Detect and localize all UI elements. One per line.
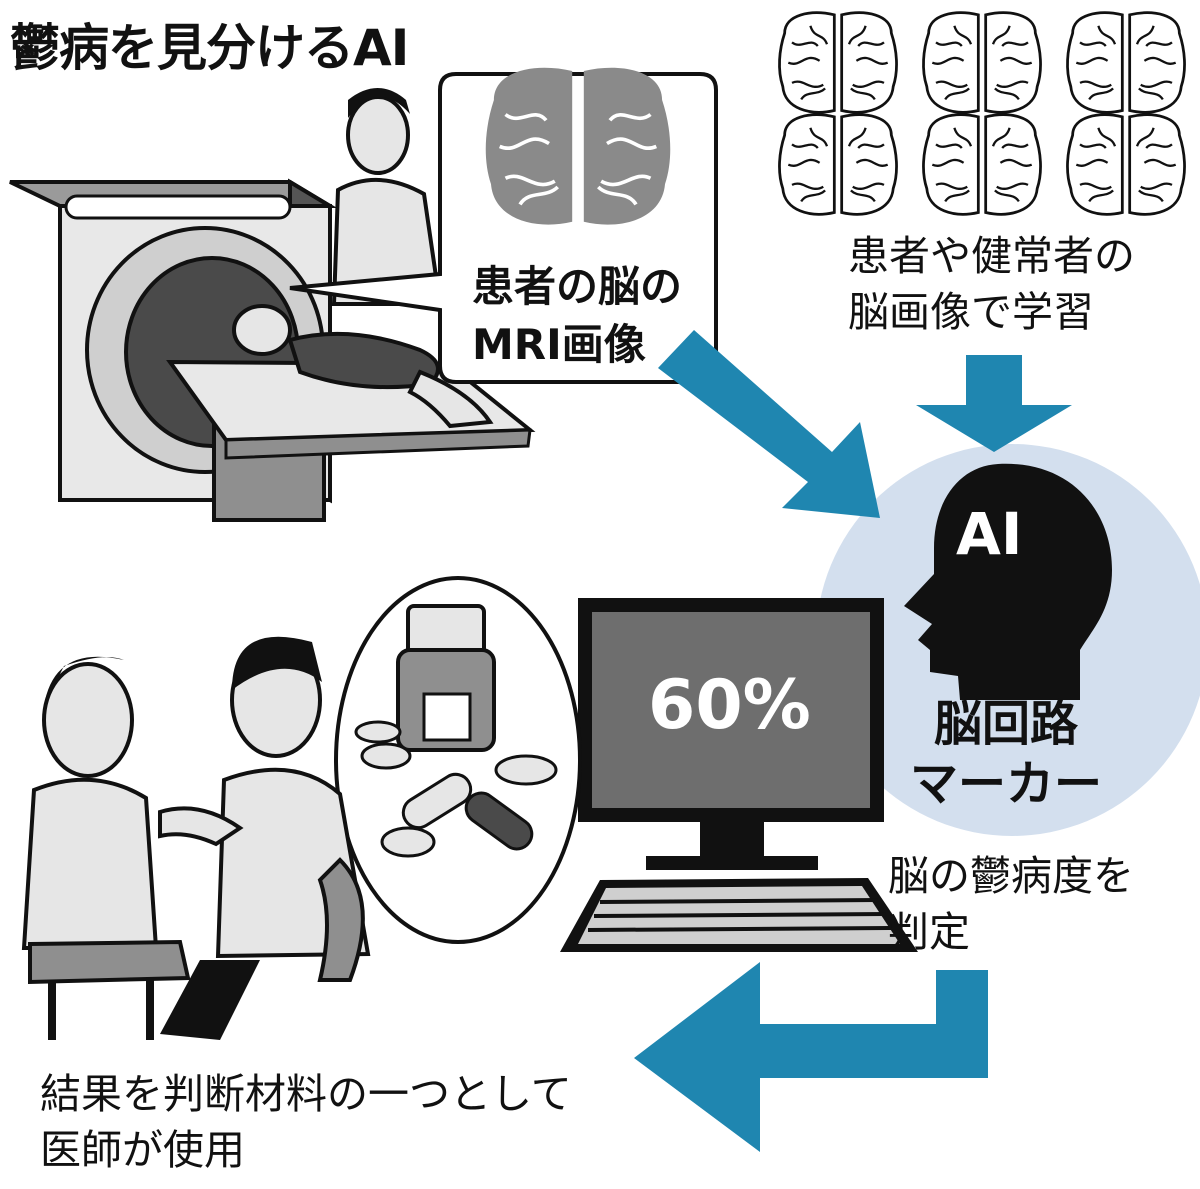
mri-bubble-line2: MRI画像 <box>472 320 646 369</box>
judgment-line2: 判定 <box>888 908 970 956</box>
medicine-items <box>354 604 558 858</box>
usage-label: 結果を判断材料の一つとして 医師が使用 <box>40 1066 572 1178</box>
training-label: 患者や健常者の 脳画像で学習 <box>848 228 1135 340</box>
ai-head-silhouette <box>904 463 1112 700</box>
computer <box>560 598 918 952</box>
mri-brain-image <box>485 67 671 225</box>
usage-line1: 結果を判断材料の一つとして <box>40 1070 572 1118</box>
usage-line2: 医師が使用 <box>40 1126 245 1174</box>
training-brain-images <box>778 11 1186 216</box>
arrow-mri-to-ai <box>658 330 880 518</box>
patient-bed <box>166 304 536 460</box>
marker-line1: 脳回路 <box>934 696 1079 752</box>
arrow-training-to-ai <box>916 355 1072 452</box>
judgment-line1: 脳の鬱病度を <box>888 852 1134 900</box>
ai-label: AI <box>956 500 1023 568</box>
training-line1: 患者や健常者の <box>848 232 1135 280</box>
mri-bubble-label: 患者の脳の MRI画像 <box>472 258 682 374</box>
mri-bubble-line1: 患者の脳の <box>472 262 683 311</box>
technician-figure <box>331 88 443 306</box>
page-title: 鬱病を見分けるAI <box>10 19 409 77</box>
arrow-result-to-doctor <box>634 962 988 1152</box>
marker-line2: マーカー <box>910 756 1103 812</box>
consultation-figures <box>21 636 371 1040</box>
monitor-value: 60% <box>648 666 811 745</box>
mri-scanner <box>9 178 338 522</box>
brain-circuit-marker-label: 脳回路 マーカー <box>910 694 1102 814</box>
judgment-label: 脳の鬱病度を 判定 <box>888 848 1134 960</box>
training-line2: 脳画像で学習 <box>848 288 1094 336</box>
